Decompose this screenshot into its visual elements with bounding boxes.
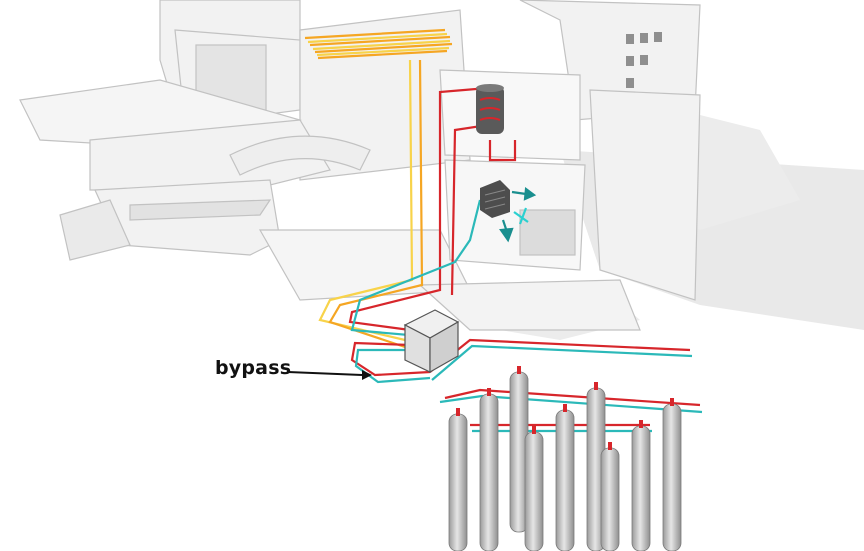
hot-water-tank-icon	[476, 84, 504, 134]
air-handling-unit-icon	[480, 180, 510, 218]
supply-pipes	[348, 86, 701, 427]
tower-windows	[626, 32, 662, 88]
underfloor-heating-loop-icon	[304, 28, 453, 60]
heat-pump-unit-icon	[403, 309, 460, 374]
airflow-arrow-icon	[499, 186, 537, 243]
bypass-arrow	[287, 370, 372, 380]
building-cutaway	[19, 0, 701, 331]
bypass-label: bypass	[215, 357, 292, 379]
ground-heat-exchanger-piles-icon	[448, 366, 682, 551]
